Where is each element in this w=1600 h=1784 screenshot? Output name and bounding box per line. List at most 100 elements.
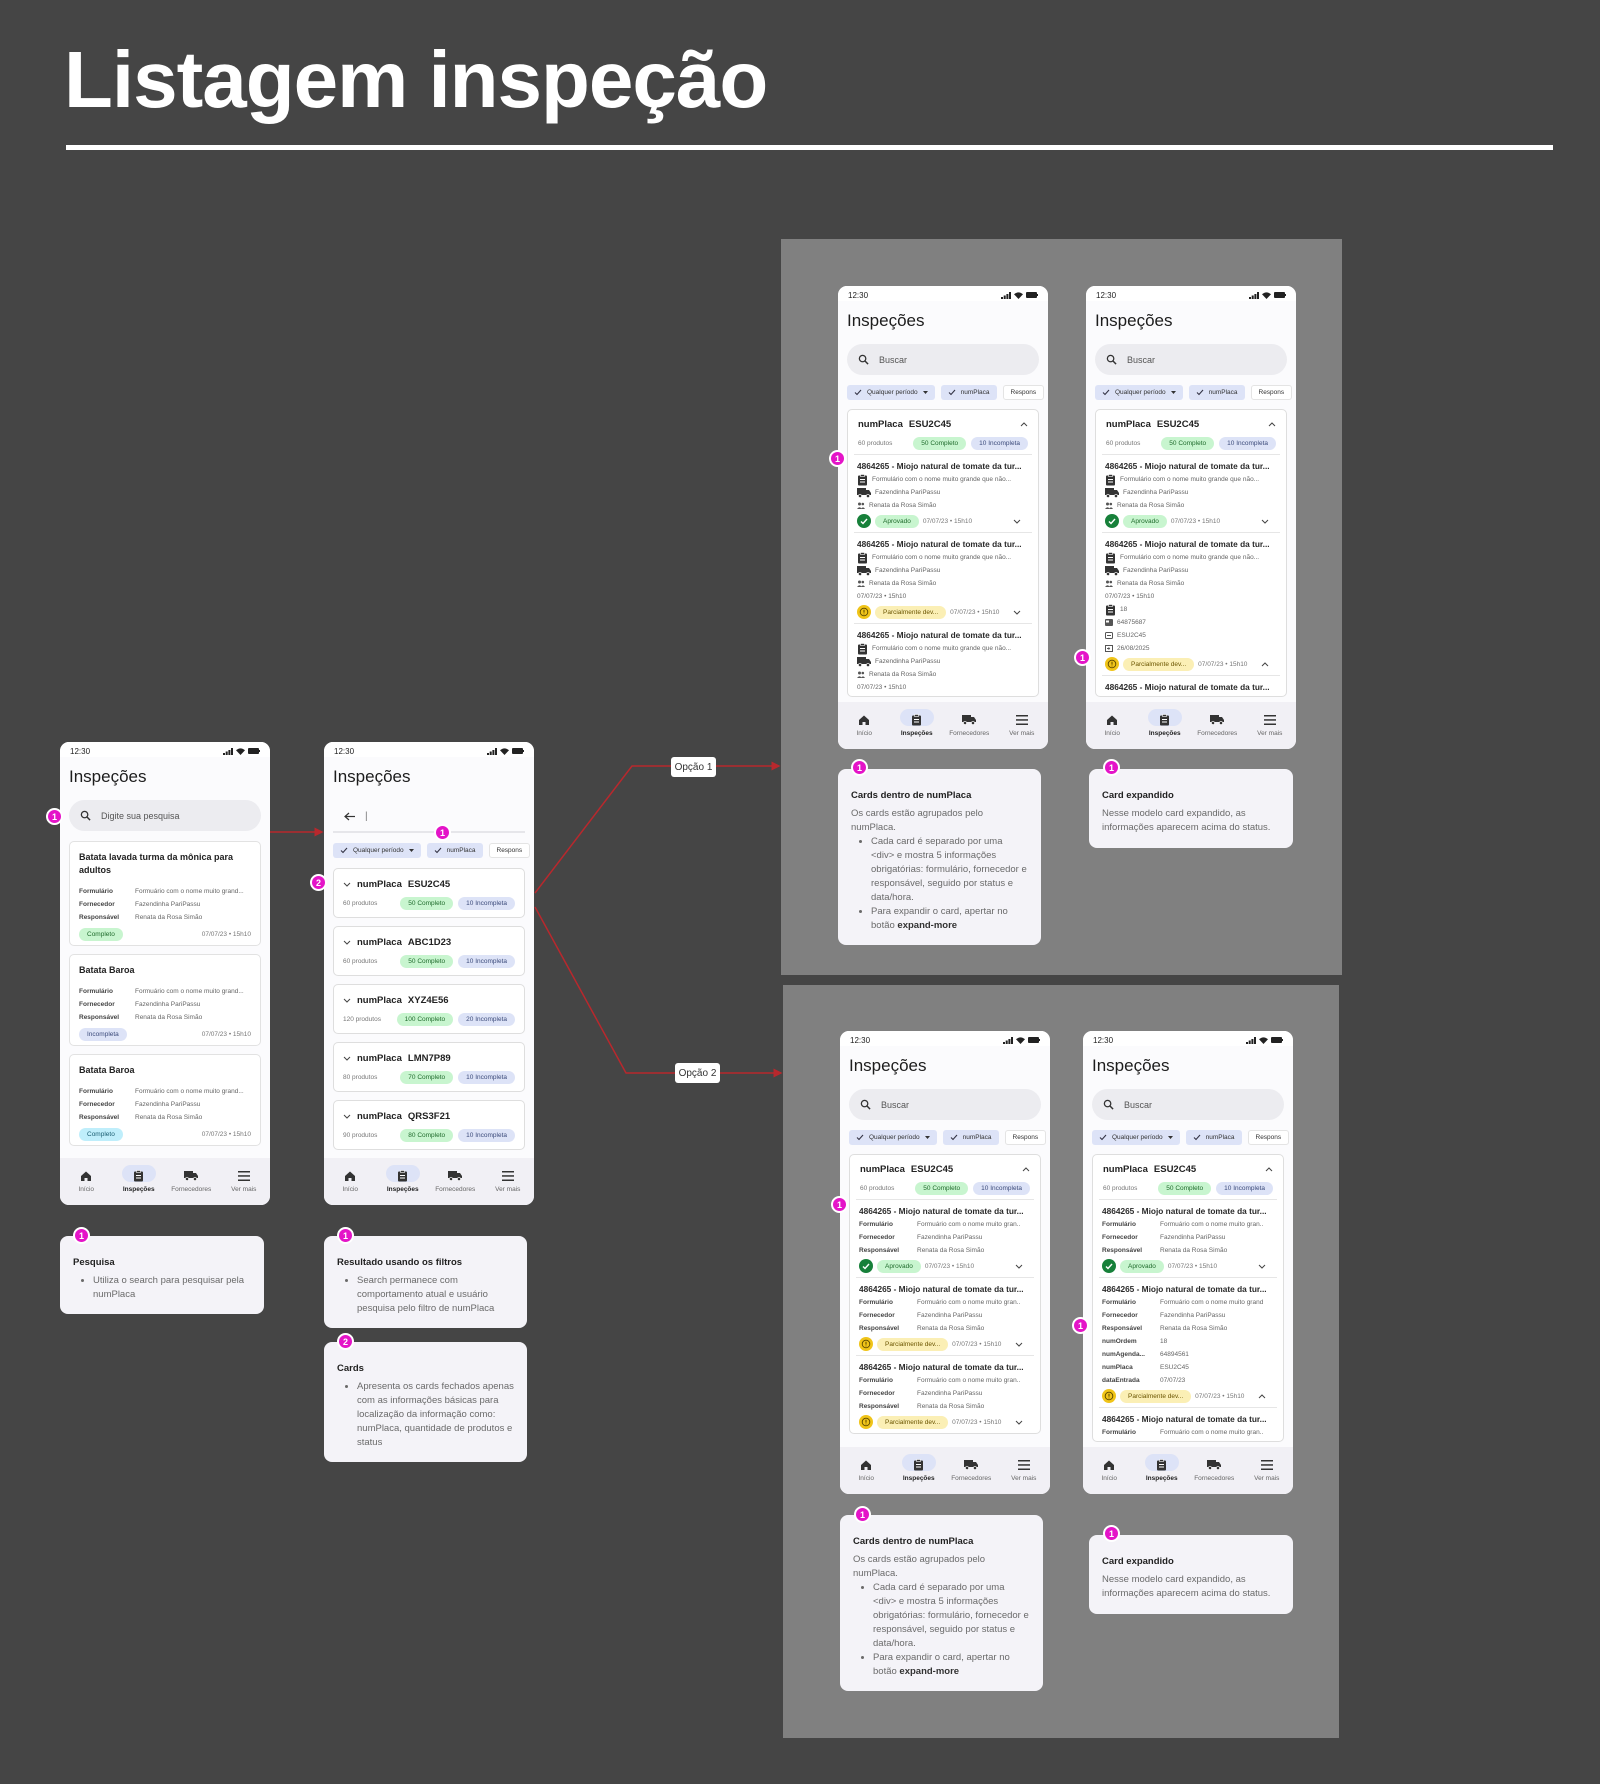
nav-item-home[interactable]: Início — [840, 1447, 893, 1494]
expand-more-icon[interactable] — [1015, 1264, 1023, 1269]
filter-chip[interactable]: Qualquer período — [1095, 385, 1183, 400]
filter-chip[interactable]: Qualquer período — [847, 385, 935, 400]
dropdown-caret-icon — [1167, 1136, 1173, 1139]
expand-more-icon[interactable] — [1261, 519, 1269, 524]
search-input[interactable]: Buscar — [849, 1089, 1041, 1120]
partial-status-icon — [859, 1337, 873, 1351]
inspection-item[interactable]: 4864265 - Miojo natural de tomate da tur… — [854, 623, 1032, 696]
search-input[interactable]: | — [333, 802, 525, 833]
search-input[interactable]: Buscar — [1092, 1089, 1284, 1120]
filter-chip[interactable]: Qualquer período — [333, 843, 421, 858]
filter-chip[interactable]: Qualquer período — [1092, 1130, 1180, 1145]
nav-item-menu[interactable]: Ver mais — [482, 1158, 535, 1205]
inspection-item[interactable]: 4864265 - Miojo natural de tomate da tur… — [856, 1277, 1034, 1355]
nav-item-menu[interactable]: Ver mais — [996, 702, 1049, 749]
status-time: 12:30 — [848, 290, 869, 300]
group-label: numPlaca — [357, 995, 402, 1006]
filter-chip[interactable]: Respons — [1004, 1130, 1047, 1145]
nav-item-clipboard[interactable]: Inspeções — [1139, 702, 1192, 749]
inspection-item[interactable]: 4864265 - Miojo natural de tomate da tur… — [856, 1355, 1034, 1433]
chevron-up-icon[interactable] — [1268, 422, 1276, 427]
chevron-up-icon[interactable] — [1022, 1167, 1030, 1172]
filter-chip[interactable]: numPlaca — [1188, 385, 1245, 400]
chevron-down-icon[interactable] — [343, 882, 351, 887]
inspection-item[interactable]: 4864265 - Miojo natural de tomate da tur… — [1099, 1277, 1277, 1407]
nav-item-truck[interactable]: Fornecedores — [165, 1158, 218, 1205]
chevron-down-icon[interactable] — [343, 1056, 351, 1061]
inspection-item[interactable]: 4864265 - Miojo natural de tomate da tur… — [1102, 454, 1280, 532]
chevron-down-icon[interactable] — [343, 940, 351, 945]
chevron-down-icon[interactable] — [343, 998, 351, 1003]
nav-item-menu[interactable]: Ver mais — [998, 1447, 1051, 1494]
expand-less-icon[interactable] — [1261, 661, 1269, 667]
inspection-card[interactable]: Batata lavada turma da mônica para adult… — [69, 841, 261, 946]
inspection-item[interactable]: 4864265 - Miojo natural de tomate da tur… — [854, 454, 1032, 532]
filter-chip[interactable]: numPlaca — [1185, 1130, 1242, 1145]
search-input[interactable]: Digite sua pesquisa — [69, 800, 261, 831]
inspection-item[interactable]: 4864265 - Miojo natural de tomate da tur… — [1102, 675, 1280, 696]
filter-chip[interactable]: numPlaca — [940, 385, 997, 400]
filter-chip[interactable]: Respons — [1247, 1130, 1290, 1145]
nav-item-menu[interactable]: Ver mais — [218, 1158, 271, 1205]
nav-item-clipboard[interactable]: Inspeções — [891, 702, 944, 749]
inspection-item[interactable]: 4864265 - Miojo natural de tomate da tur… — [1099, 1199, 1277, 1277]
nav-item-home[interactable]: Início — [1083, 1447, 1136, 1494]
inspection-item[interactable]: 4864265 - Miojo natural de tomate da tur… — [856, 1199, 1034, 1277]
nav-item-clipboard[interactable]: Inspeções — [893, 1447, 946, 1494]
expand-more-icon[interactable] — [1015, 1420, 1023, 1425]
nav-item-home[interactable]: Início — [324, 1158, 377, 1205]
expand-more-icon[interactable] — [1258, 1264, 1266, 1269]
expand-more-icon[interactable] — [1013, 610, 1021, 615]
back-arrow-icon[interactable] — [344, 812, 355, 821]
filter-chip[interactable]: Qualquer período — [849, 1130, 937, 1145]
expand-less-icon[interactable] — [1258, 1393, 1266, 1399]
inspection-item[interactable]: 4864265 - Miojo natural de tomate da tur… — [1099, 1407, 1277, 1441]
nav-item-menu[interactable]: Ver mais — [1241, 1447, 1294, 1494]
nav-item-truck[interactable]: Fornecedores — [1191, 702, 1244, 749]
nav-item-clipboard[interactable]: Inspeções — [377, 1158, 430, 1205]
filter-chip[interactable]: Respons — [1002, 385, 1045, 400]
nav-item-home[interactable]: Início — [838, 702, 891, 749]
inspection-item[interactable]: 4864265 - Miojo natural de tomate da tur… — [854, 532, 1032, 623]
search-icon — [1106, 354, 1117, 365]
incomplete-count-badge: 20 Incompleta — [458, 1013, 515, 1026]
nav-item-truck[interactable]: Fornecedores — [429, 1158, 482, 1205]
nav-item-home[interactable]: Início — [60, 1158, 113, 1205]
search-input[interactable]: Buscar — [1095, 344, 1287, 375]
nav-item-home[interactable]: Início — [1086, 702, 1139, 749]
filter-chip[interactable]: Respons — [488, 843, 531, 858]
filter-chip[interactable]: numPlaca — [942, 1130, 999, 1145]
nav-item-truck[interactable]: Fornecedores — [945, 1447, 998, 1494]
expand-more-icon[interactable] — [1013, 519, 1021, 524]
filter-chip[interactable]: Respons — [1250, 385, 1293, 400]
filter-chip[interactable]: numPlaca — [426, 843, 483, 858]
chevron-up-icon[interactable] — [1265, 1167, 1273, 1172]
nav-item-clipboard[interactable]: Inspeções — [1136, 1447, 1189, 1494]
inspection-item[interactable]: 4864265 - Miojo natural de tomate da tur… — [1102, 532, 1280, 675]
nav-item-truck[interactable]: Fornecedores — [1188, 1447, 1241, 1494]
chevron-down-icon[interactable] — [343, 1114, 351, 1119]
nav-item-menu[interactable]: Ver mais — [1244, 702, 1297, 749]
chevron-up-icon[interactable] — [1020, 422, 1028, 427]
search-input[interactable]: Buscar — [847, 344, 1039, 375]
nav-item-truck[interactable]: Fornecedores — [943, 702, 996, 749]
expand-more-icon[interactable] — [1015, 1342, 1023, 1347]
nav-item-clipboard[interactable]: Inspeções — [113, 1158, 166, 1205]
